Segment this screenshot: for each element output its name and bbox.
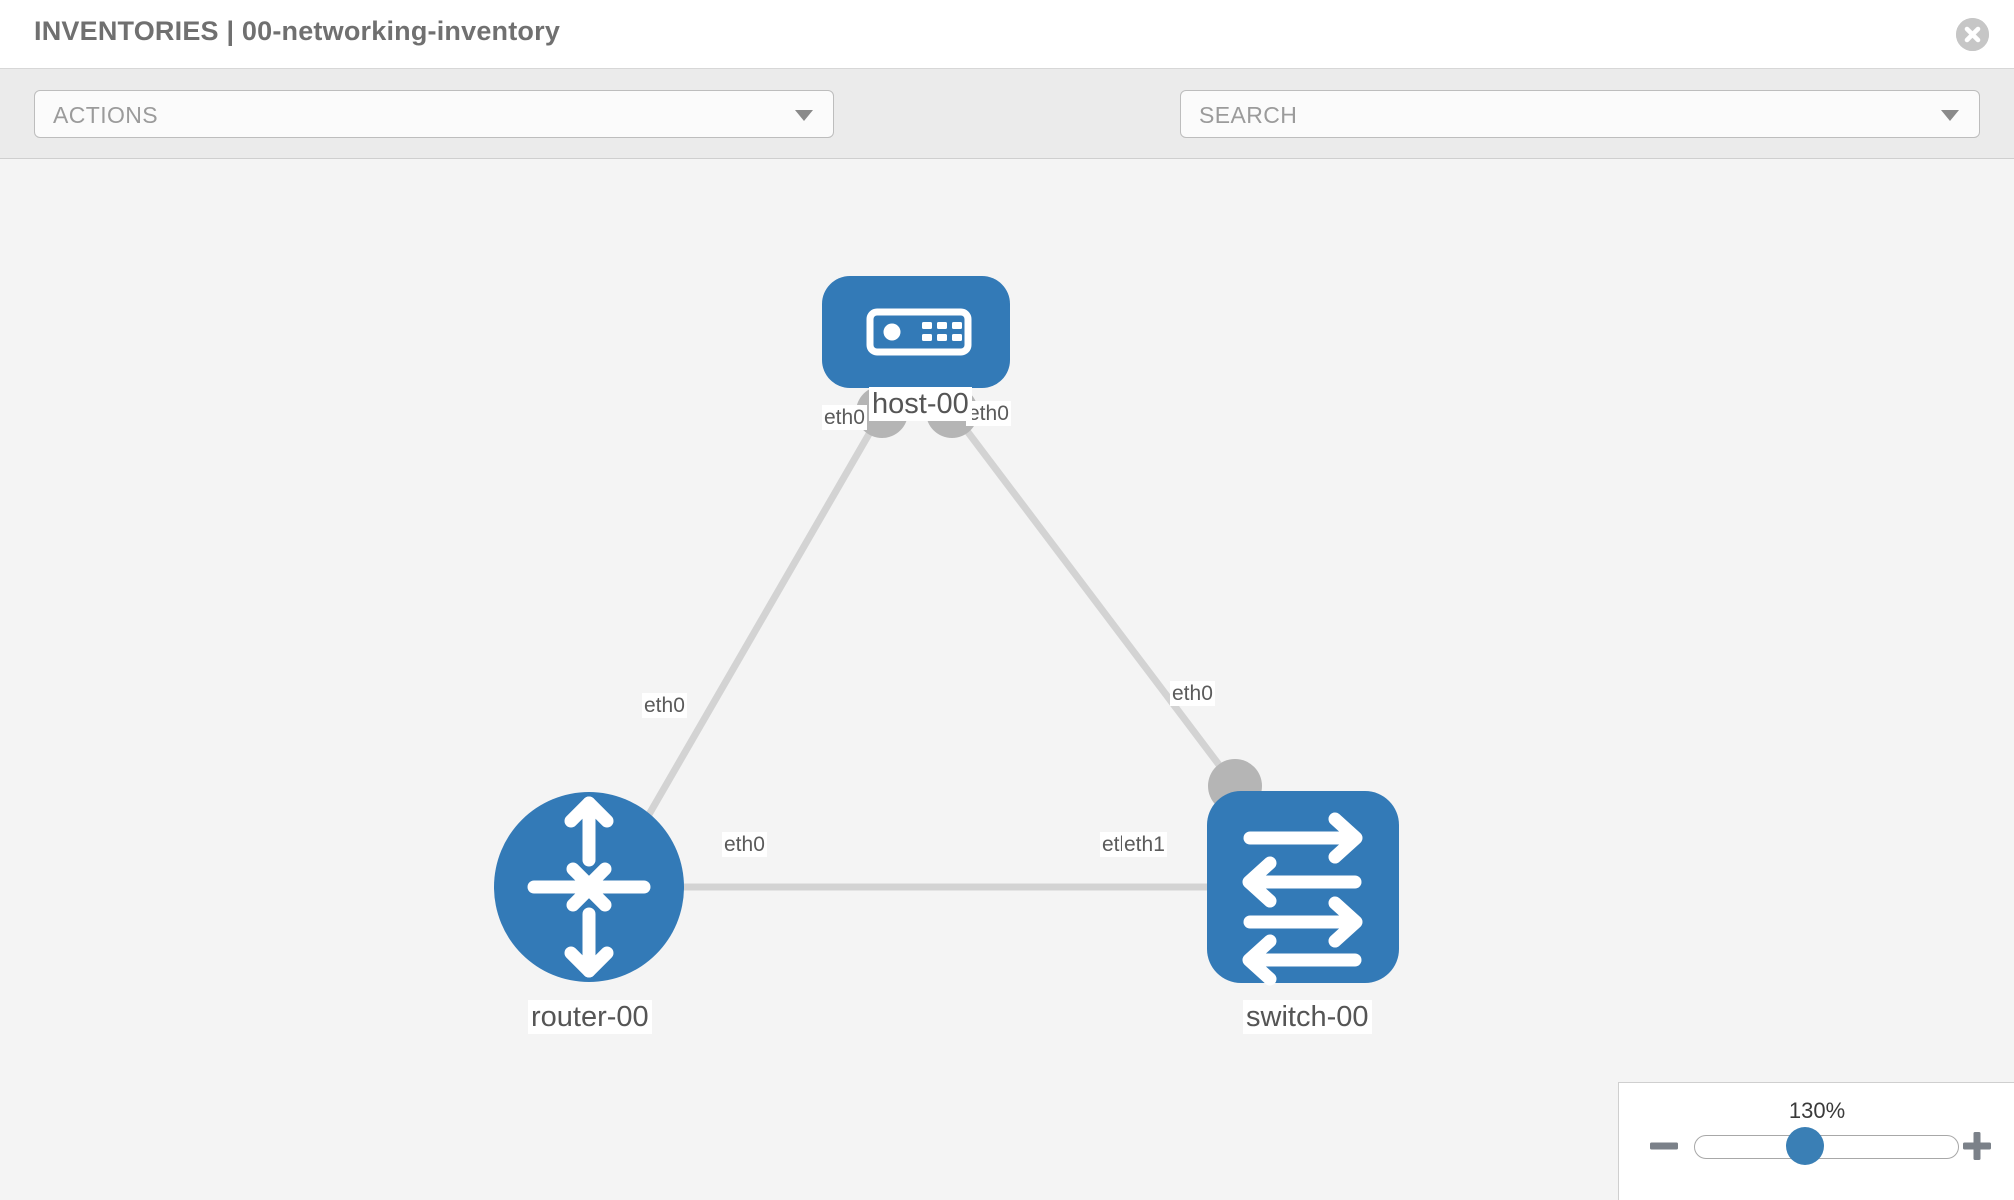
node-switch-00-shape [1207,791,1399,986]
edge-label-switch-up-iface: eth0 [1170,681,1215,706]
chevron-down-icon [1941,110,1959,121]
close-icon[interactable] [1956,18,1989,51]
edge-label-host-left-iface: eth0 [822,405,867,430]
topology-canvas[interactable]: eth0 eth0 host-00 eth0 eth0 eth0 eth eth… [0,160,2014,1200]
zoom-slider-track[interactable] [1694,1135,1959,1159]
actions-dropdown[interactable]: ACTIONS [34,90,834,138]
toolbar: ACTIONS SEARCH [0,69,2014,194]
node-label-switch-00: switch-00 [1243,1000,1372,1034]
node-label-host-00: host-00 [869,387,972,421]
search-placeholder: SEARCH [1199,102,1298,128]
actions-dropdown-label: ACTIONS [53,102,159,128]
topology-connectors [620,386,1271,913]
edge-label-host-right-iface: eth0 [966,401,1011,426]
search-input[interactable]: SEARCH [1180,90,1980,138]
minus-icon[interactable] [1647,1129,1681,1163]
node-label-router-00: router-00 [528,1000,652,1034]
node-router-00-shape [494,792,684,982]
page-header: INVENTORIES | 00-networking-inventory [0,0,2014,69]
edge-label-switch-left-iface-b: eth1 [1122,832,1167,857]
chevron-down-icon [795,110,813,121]
zoom-slider-thumb[interactable] [1786,1127,1824,1165]
edge-label-router-up-iface: eth0 [642,693,687,718]
zoom-control: 130% [1618,1082,2014,1200]
node-host-00-shape [822,276,1010,388]
page-title: INVENTORIES | 00-networking-inventory [34,16,561,46]
plus-icon[interactable] [1960,1129,1994,1163]
zoom-percent-label: 130% [1788,1098,1846,1123]
edge-label-router-right-iface: eth0 [722,832,767,857]
topology-edges [636,412,1250,891]
